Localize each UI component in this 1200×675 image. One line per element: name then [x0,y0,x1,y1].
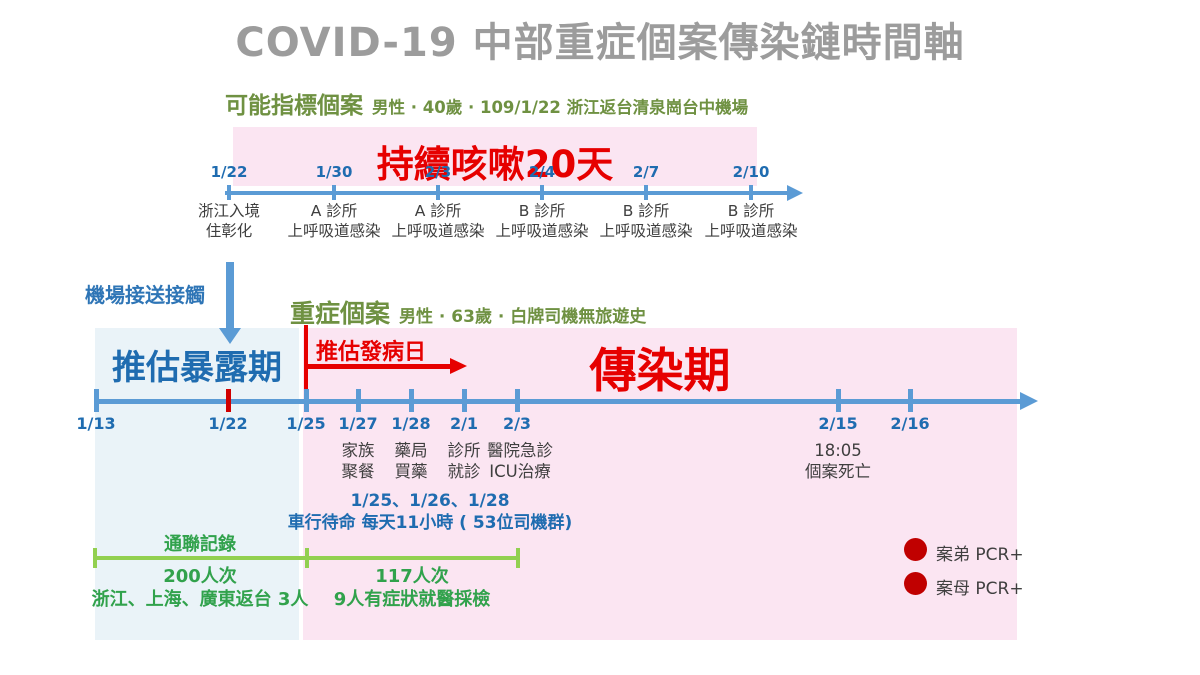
timeline-tick [409,389,414,412]
timeline-date: 2/10 [732,163,770,181]
timeline-tick [749,185,753,200]
timeline-event: 浙江入境 住彰化 [197,202,260,241]
pcr-positive-dot-icon [904,572,927,595]
severe-case-details: 男性 · 63歲 · 白牌司機無旅遊史 [399,307,647,327]
timeline-event: B 診所 上呼吸道感染 [495,202,589,241]
symptom-banner-text: 持續咳嗽20天 [376,143,614,186]
timeline-date: 2/15 [818,414,858,433]
timeline-tick [94,389,99,412]
timeline-date: 1/28 [391,414,431,433]
down-arrow-shaft [226,262,234,328]
timeline-date: 1/25 [286,414,326,433]
timeline-date: 2/3 [502,414,532,433]
timeline-tick [436,185,440,200]
timeline-event: 醫院急診 ICU治療 [487,441,553,482]
pcr-positive-dot-icon [904,538,927,561]
timeline-tick [644,185,648,200]
timeline-tick [227,185,231,200]
legend-mother-label: 案母 PCR+ [936,579,1024,599]
timeline-tick-red [226,389,231,412]
exposure-period-box [95,328,299,640]
timeline-event: A 診所 上呼吸道感染 [391,202,485,241]
severe-timeline-line [95,399,1020,404]
onset-divider-line [304,325,308,389]
standby-note-line2: 車行待命 每天11小時 ( 53位司機群) [287,513,573,533]
records-left-count: 200人次 [163,566,237,587]
records-bracket-tick [93,548,97,568]
onset-label: 推估發病日 [316,340,427,365]
records-right-count: 117人次 [375,566,449,587]
timeline-date: 2/16 [890,414,930,433]
timeline-date: 2/3 [424,163,452,181]
timeline-tick [332,185,336,200]
timeline-event: 診所 就診 [447,441,481,482]
records-left-note: 浙江、上海、廣東返台 3人 [91,589,309,610]
onset-arrow-icon [450,358,467,374]
symptom-banner-box [233,127,757,186]
airport-contact-label: 機場接送接觸 [85,283,205,307]
records-bracket-tick [305,548,309,568]
timeline-tick [304,389,309,412]
contact-records-title: 通聯記錄 [164,534,236,555]
timeline-date: 1/22 [208,414,248,433]
records-bracket-tick [516,548,520,568]
severe-timeline-arrowhead-icon [1020,392,1038,410]
timeline-event: 藥局 買藥 [394,441,428,482]
timeline-tick [540,185,544,200]
onset-arrow-shaft [306,364,450,369]
timeline-event: A 診所 上呼吸道感染 [287,202,381,241]
severe-case-label: 重症個案 [290,299,391,328]
infectious-period-label: 傳染期 [589,344,731,399]
timeline-tick [515,389,520,412]
timeline-event: B 診所 上呼吸道感染 [599,202,693,241]
severe-case-header: 重症個案 男性 · 63歲 · 白牌司機無旅遊史 [290,294,646,330]
timeline-date: 1/13 [76,414,116,433]
infectious-period-box [303,328,1017,640]
legend-brother-label: 案弟 PCR+ [936,545,1024,565]
standby-note-line1: 1/25、1/26、1/28 [350,491,510,511]
index-case-label: 可能指標個案 [225,93,363,119]
timeline-date: 2/7 [632,163,660,181]
index-timeline-line [225,191,788,195]
timeline-tick [836,389,841,412]
down-arrow-icon [219,328,241,344]
records-right-note: 9人有症狀就醫採檢 [333,589,491,610]
timeline-date: 1/22 [210,163,248,181]
timeline-date: 2/1 [449,414,479,433]
exposure-period-label: 推估暴露期 [112,348,282,388]
timeline-tick [908,389,913,412]
index-case-details: 男性 · 40歲 · 109/1/22 浙江返台清泉崗台中機場 [372,98,749,117]
timeline-tick [462,389,467,412]
timeline-event: 家族 聚餐 [341,441,375,482]
timeline-date: 1/27 [338,414,378,433]
index-case-header: 可能指標個案 男性 · 40歲 · 109/1/22 浙江返台清泉崗台中機場 [225,86,748,120]
timeline-tick [356,389,361,412]
index-timeline-arrowhead-icon [787,185,803,201]
timeline-date: 1/30 [315,163,353,181]
timeline-event: B 診所 上呼吸道感染 [704,202,798,241]
timeline-event: 18:05 個案死亡 [805,441,871,482]
page-title: COVID-19 中部重症個案傳染鏈時間軸 [235,20,965,66]
timeline-date: 2/4 [528,163,556,181]
